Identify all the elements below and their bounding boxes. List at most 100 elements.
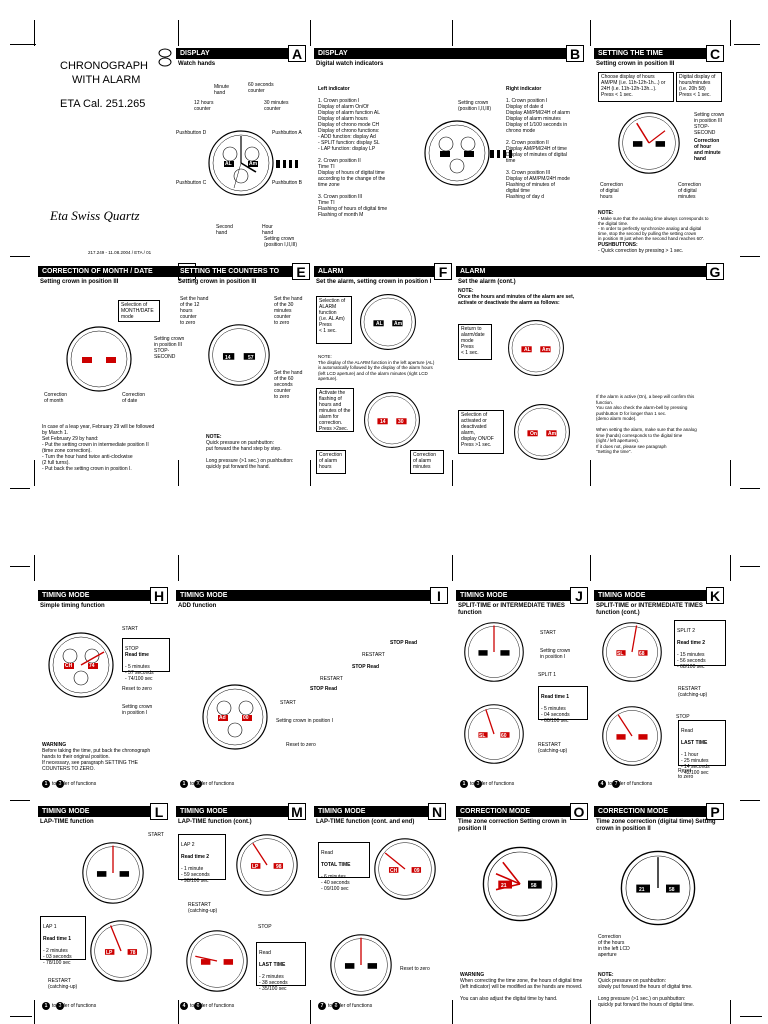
lcd-m-right: 98 xyxy=(276,864,282,870)
step-3-icon: 3 xyxy=(474,780,482,788)
panel-f-header: ALARM xyxy=(314,266,434,277)
panel-a-header: DISPLAY xyxy=(176,48,288,59)
lcd-h-right: 74 xyxy=(89,663,95,669)
panel-c: SETTING THE TIME C Setting crown in posi… xyxy=(594,45,726,258)
lcd-j-right: 60 xyxy=(501,733,507,739)
watch-diagram-j2 xyxy=(464,704,524,764)
lcd-k-right: 68 xyxy=(639,651,645,657)
panel-n: TIMING MODE N LAP-TIME function (cont. a… xyxy=(314,803,448,1016)
cover-title-2: WITH ALARM xyxy=(72,74,141,86)
start-label-h: START xyxy=(122,626,138,632)
panel-h: TIMING MODE H Simple timing function STA… xyxy=(38,587,172,796)
pushbuttons-title: PUSHBUTTONS: xyxy=(598,242,638,248)
step-4-icon: 4 xyxy=(598,780,606,788)
right-indicator-text: 1. Crown position I Display of date d Di… xyxy=(506,98,570,200)
panel-c-subtitle: Setting crown in position III xyxy=(596,61,675,67)
total-time-box-n: Read TOTAL TIME - 6 minutes - 40 seconds… xyxy=(318,842,370,892)
note-p: Quick pressure on pushbutton: slowly put… xyxy=(598,978,695,1008)
panel-k-header: TIMING MODE xyxy=(594,590,706,601)
watch-diagram-j1 xyxy=(464,622,524,682)
panel-f-subtitle: Set the alarm, setting crown in position… xyxy=(316,279,432,285)
read-time-1-label-l: Read time 1 xyxy=(43,936,72,942)
correction-digital-minutes: Correction of digital minutes xyxy=(678,182,702,200)
panel-g-header: ALARM xyxy=(456,266,706,277)
order-of-functions-n: to order of functions xyxy=(328,1003,373,1009)
panel-m-letter: M xyxy=(288,803,306,820)
panel-k-subtitle: SPLIT-TIME or INTERMEDIATE TIMES functio… xyxy=(596,603,703,616)
panel-n-header: TIMING MODE xyxy=(314,806,428,817)
watch-diagram-i xyxy=(202,684,268,750)
panel-o-subtitle: Time zone correction Setting crown in po… xyxy=(458,819,567,832)
panel-b-header: DISPLAY xyxy=(314,48,566,59)
panel-e-letter: E xyxy=(292,263,310,280)
panel-i-subtitle: ADD function xyxy=(178,603,217,609)
correction-date: Correction of date xyxy=(122,392,146,404)
panel-g-letter: G xyxy=(706,263,724,280)
last-time-box-k: Read LAST TIME - 1 hour - 25 minutes - 1… xyxy=(678,720,726,776)
return-alarm-box: Return to alarm/date mode Press < 1 sec. xyxy=(458,324,492,360)
set-60s-counter: Set the hand of the 60 seconds counter t… xyxy=(274,370,303,400)
panel-h-header: TIMING MODE xyxy=(38,590,150,601)
panel-l-header: TIMING MODE xyxy=(38,806,150,817)
hour-format-box: Choose display of hours AM/PM (i.e. 11h-… xyxy=(598,72,674,102)
watch-diagram-k2 xyxy=(602,706,662,766)
read-label-n: Read xyxy=(321,850,333,856)
lcd-l-left: LP xyxy=(106,950,113,956)
label-30m-counter: 30 minutes counter xyxy=(264,100,289,112)
panel-i: TIMING MODE I ADD function START STOP Re… xyxy=(176,587,450,796)
note-title-e: NOTE: xyxy=(206,434,222,440)
last-time-label-k: LAST TIME xyxy=(681,740,708,746)
lcd-l-right: 78 xyxy=(130,950,136,956)
step-x-icon: X xyxy=(194,780,202,788)
step-3-icon: 3 xyxy=(56,1002,64,1010)
correction-hour-minute: Correction of hour and minute hand xyxy=(694,138,721,162)
start-label-i: START xyxy=(280,700,296,706)
panel-k-letter: K xyxy=(706,587,724,604)
panel-g-subtitle: Set the alarm (cont.) xyxy=(458,279,516,285)
panel-h-subtitle: Simple timing function xyxy=(40,603,105,609)
total-time-values-n: - 6 minutes - 40 seconds - 09/100 sec xyxy=(321,874,350,892)
lcd-a-left: AL xyxy=(225,161,232,167)
correction-left-lcd: Correction of the hours in the left LCD … xyxy=(598,934,630,958)
crown-indicator-icon xyxy=(490,150,512,158)
cover-title-1: CHRONOGRAPH xyxy=(60,60,149,72)
note-g: NOTE: Once the hours and minutes of the … xyxy=(458,288,575,306)
panel-d-header: CORRECTION OF MONTH / DATE xyxy=(38,266,178,277)
crown-position-label: Setting crown (position I,II,III) xyxy=(458,100,492,112)
lcd-p-left: 21 xyxy=(639,887,645,893)
label-second-hand: Second hand xyxy=(216,224,233,236)
panel-b: DISPLAY B Digital watch indicators Left … xyxy=(314,45,586,258)
watch-diagram-g2 xyxy=(514,404,570,460)
label-12h-counter: 12 hours counter xyxy=(194,100,214,112)
restart-catching-up-l: RESTART (catching-up) xyxy=(48,978,78,990)
restart-1: RESTART xyxy=(320,676,343,682)
step-7-icon: 7 xyxy=(318,1002,326,1010)
stop-read-1: STOP Read xyxy=(310,686,338,692)
stop-label-k: STOP xyxy=(676,714,690,720)
correction-alarm-hours: Correction of alarm hours xyxy=(316,450,346,474)
cover-reference: 217.249 - 11.08.2004 / ETA / 01 xyxy=(88,250,152,255)
lcd-f2-right: 30 xyxy=(398,419,404,425)
logo-icon xyxy=(158,48,172,67)
watch-diagram-c xyxy=(618,112,680,174)
step-1-icon: 1 xyxy=(460,780,468,788)
lcd-g2-right: Am xyxy=(548,431,557,437)
panel-n-subtitle: LAP-TIME function (cont. and end) xyxy=(316,819,415,825)
panel-l-letter: L xyxy=(150,803,168,820)
last-time-box-m: Read LAST TIME - 2 minutes - 38 seconds … xyxy=(256,942,306,992)
crown-position-i-h: Setting crown in position I xyxy=(122,704,153,716)
left-indicator-text: 1. Crown position I Display of alarm On/… xyxy=(318,98,388,218)
panel-p-letter: P xyxy=(706,803,724,820)
step-6-icon: 6 xyxy=(194,1002,202,1010)
crown-position-iii-d: Setting crown in position III STOP- SECO… xyxy=(154,336,185,360)
read-time-2-label-m: Read time 2 xyxy=(181,854,210,860)
panel-p-subtitle: Time zone correction (digital time) Sett… xyxy=(596,819,716,832)
note-title-p: NOTE: xyxy=(598,972,614,978)
read-time-2-label-k: Read time 2 xyxy=(677,640,706,646)
panel-i-header: TIMING MODE xyxy=(176,590,430,601)
watch-diagram-b xyxy=(424,120,490,186)
label-minute-hand: Minute hand xyxy=(214,84,230,96)
correction-digital-hours: Correction of digital hours xyxy=(600,182,624,200)
watch-diagram-k1 xyxy=(602,622,662,682)
warning-o: When correcting the time zone, the hours… xyxy=(460,978,583,1002)
